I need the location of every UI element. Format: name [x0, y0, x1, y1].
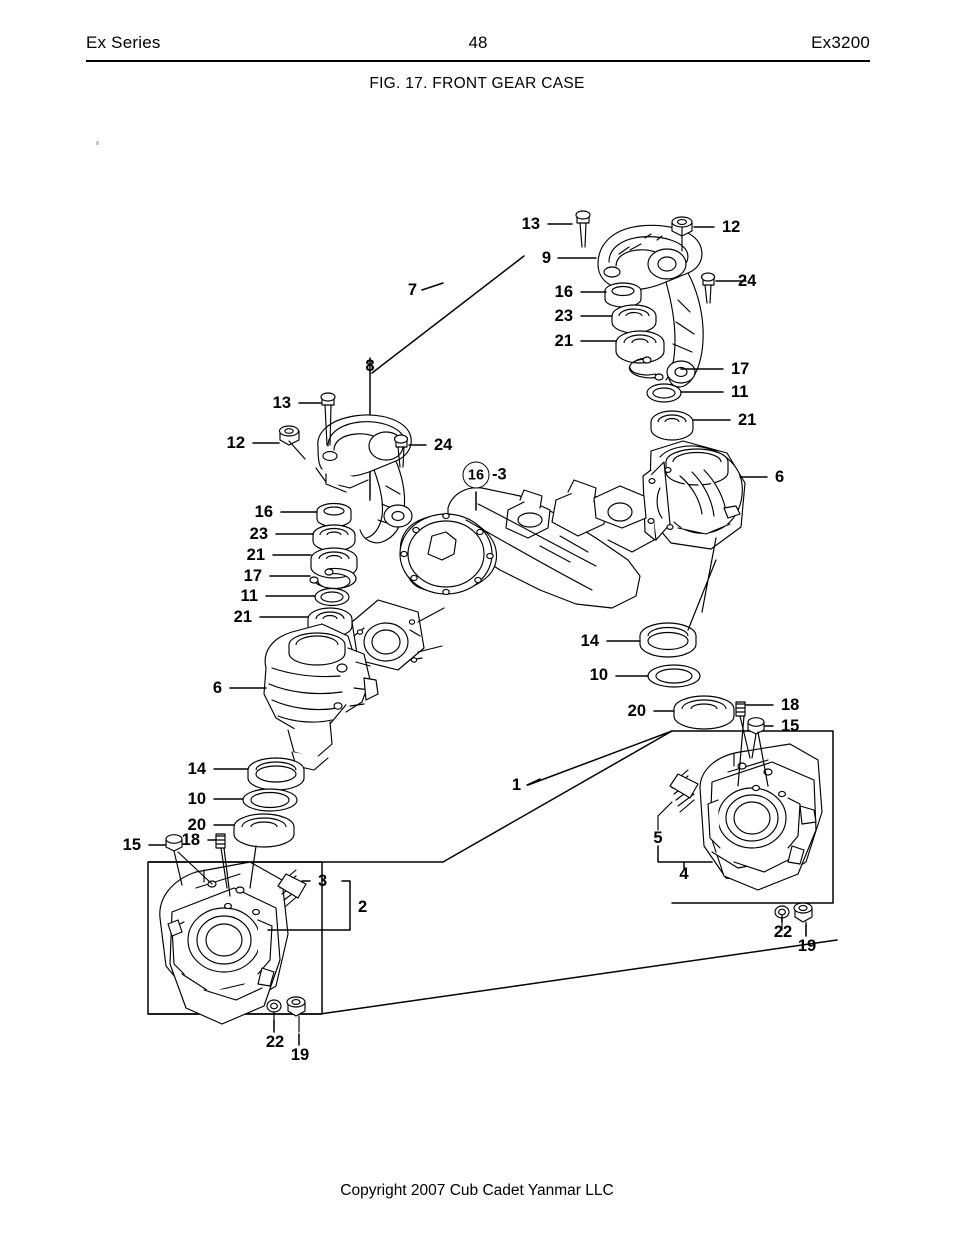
part-13-bolt-top	[575, 210, 591, 248]
right-seal-leader	[687, 537, 717, 631]
header-page-number: 48	[468, 33, 488, 52]
callout-number-19: 19	[797, 936, 817, 955]
callout-number-11: 11	[240, 586, 258, 605]
callout-number-14: 14	[187, 759, 206, 778]
page-header: Ex Series 48 Ex3200	[86, 33, 870, 63]
center-axle-housing	[351, 479, 655, 671]
callout-number-9: 9	[541, 248, 551, 267]
part-11-washer-left	[314, 587, 350, 607]
part-10-washer-right	[647, 664, 701, 688]
part-6-right-knuckle	[642, 440, 746, 550]
part-18-stud-left	[215, 833, 228, 889]
part-8-left-knuckle-bracket	[315, 414, 413, 544]
callout-number-21: 21	[233, 607, 252, 626]
callout-number-11: 11	[731, 382, 749, 401]
callout-number-10: 10	[187, 789, 206, 808]
part-5-spring-right	[657, 769, 699, 831]
part-23-bearing-top	[611, 304, 657, 334]
part-11-washer-top	[646, 383, 682, 403]
part-21-bearing-top2	[650, 410, 694, 441]
callout-number-2: 2	[358, 897, 368, 916]
part-4-gear-case-right	[699, 743, 823, 891]
callout-number-24: 24	[738, 271, 757, 290]
part-15-nut-right	[747, 717, 765, 759]
callout-number-6: 6	[212, 678, 222, 697]
callout-number-18: 18	[181, 830, 200, 849]
callout-number-4: 4	[679, 864, 689, 883]
callout-number-17: 17	[731, 359, 750, 378]
callout-number-20: 20	[187, 815, 206, 834]
callout-number-6: 6	[775, 467, 785, 486]
callout-number-13: 13	[521, 214, 540, 233]
part-19-plug-right	[793, 902, 813, 937]
callout-number-12: 12	[226, 433, 245, 452]
callout-number-13: 13	[272, 393, 291, 412]
callout-number-21: 21	[246, 545, 265, 564]
callout-number-24: 24	[434, 435, 453, 454]
part-16-collar-left	[316, 502, 352, 528]
callout-number-22: 22	[265, 1032, 285, 1051]
part-17-snapring-top	[628, 356, 664, 381]
callout-number-16: 16	[554, 282, 573, 301]
part-2-frame-box	[147, 861, 323, 1015]
part-3-spring-left	[277, 869, 307, 907]
callout-number-5: 5	[653, 828, 663, 847]
header-series: Ex Series	[86, 33, 161, 52]
figure-title: FIG. 17. FRONT GEAR CASE	[369, 75, 585, 92]
part-22-oring-right	[774, 905, 790, 931]
part-20-bearing-left	[233, 813, 295, 848]
part-21-bearing-top	[615, 330, 665, 364]
part-14-seal-right	[639, 622, 697, 658]
part-16-collar-top	[604, 282, 642, 308]
callout-number-14: 14	[580, 631, 599, 650]
part-24-bolt-left	[393, 434, 409, 468]
page-artifact-speck	[96, 141, 99, 145]
callout-number-12: 12	[722, 217, 741, 236]
bracket-3-2	[267, 880, 351, 931]
page-footer-copyright: Copyright 2007 Cub Cadet Yanmar LLC	[340, 1182, 614, 1199]
callout-number-10: 10	[589, 665, 608, 684]
callout-number-3: 3	[318, 871, 328, 890]
part-18-stud-right	[735, 701, 751, 759]
callout-number-22: 22	[773, 922, 793, 941]
callout-number-7: 7	[407, 280, 417, 299]
quantity-circle-16: 16	[462, 461, 490, 489]
part-20-bearing-right	[673, 695, 735, 730]
callout-number-17: 17	[243, 566, 262, 585]
part-12-nut-left	[278, 425, 306, 460]
part-2-gear-case-left	[159, 861, 289, 1025]
callout-number-15: 15	[781, 716, 800, 735]
part-15-nut-left	[165, 834, 183, 886]
part-19-plug-left	[286, 996, 306, 1033]
part-9-upper-knuckle	[597, 224, 704, 388]
callout-number-23: 23	[249, 524, 268, 543]
part-24-bolt-top	[700, 272, 716, 304]
part-13-bolt-left	[320, 392, 336, 446]
callout-number-15: 15	[122, 835, 141, 854]
callout-number-21: 21	[738, 410, 757, 429]
callout-number-18: 18	[781, 695, 800, 714]
callout-number-16: 16	[254, 502, 273, 521]
part-10-washer-left	[242, 788, 298, 812]
callout-number-8: 8	[365, 356, 375, 375]
part-6-left-knuckle	[263, 623, 379, 771]
bracket-4-5	[657, 845, 713, 869]
quantity-dash-3: -3	[492, 465, 507, 484]
part-22-oring-left	[266, 999, 282, 1027]
part-14-seal-left	[247, 757, 305, 791]
part-23-bearing-left	[312, 524, 356, 552]
callout-number-1: 1	[511, 775, 521, 794]
callout-leaders	[148, 223, 807, 1046]
callout-number-23: 23	[554, 306, 573, 325]
header-model: Ex3200	[811, 33, 870, 52]
callout-number-19: 19	[290, 1045, 310, 1064]
part-12-nut-top	[671, 216, 693, 252]
header-divider	[86, 60, 870, 62]
callout-number-21: 21	[554, 331, 573, 350]
callout-number-20: 20	[627, 701, 646, 720]
